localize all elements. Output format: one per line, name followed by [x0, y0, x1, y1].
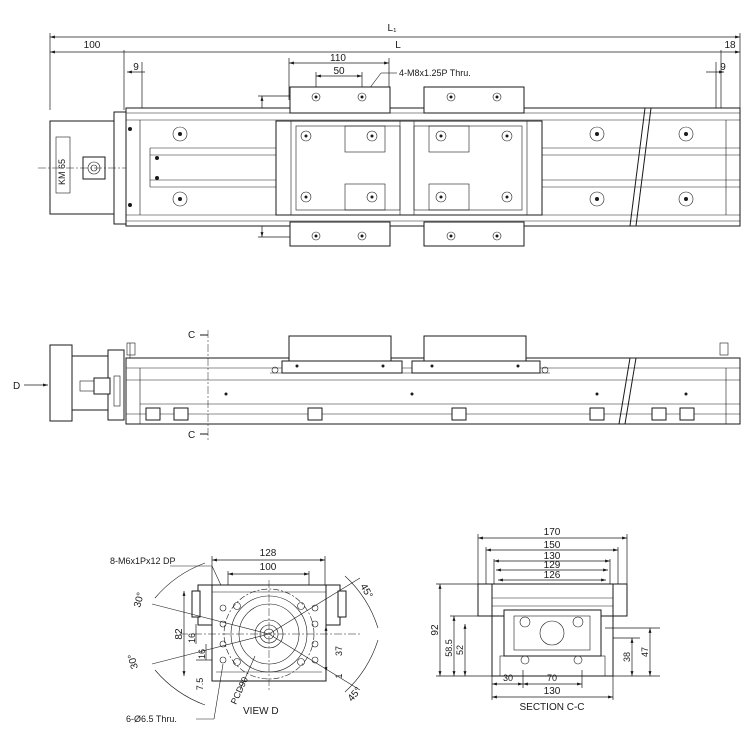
view-d-title: VIEW D: [243, 706, 279, 717]
dim-82: 82: [174, 628, 185, 640]
motor-side: [49, 344, 73, 422]
view-d: 128 100 8-M6x1Px12 DP: [110, 548, 379, 724]
side-view: D: [13, 330, 741, 441]
dim-18: 18: [724, 40, 736, 51]
top-view: L₁ 100 L 18 9 9 110 50 4-M8x1.25P Thru. …: [38, 23, 741, 247]
section-mark-bottom: C: [188, 430, 195, 441]
motor-label: KM 65: [57, 159, 67, 185]
dim-100: 100: [84, 40, 101, 51]
carriage-plate-right-bottom: [423, 221, 525, 247]
dim-170: 170: [544, 527, 561, 538]
dim-9-left: 9: [133, 62, 139, 73]
dim-92: 92: [430, 624, 441, 636]
dim-70: 70: [547, 673, 557, 683]
rail-bolt-holes: [128, 126, 694, 207]
angle-45-bottom: 45°: [346, 685, 364, 704]
dim-16-a: 16: [187, 633, 197, 643]
dim-58-5: 58.5: [444, 639, 454, 657]
dim-130-top: 130: [544, 551, 561, 562]
dim-130-bottom: 130: [544, 686, 561, 697]
dim-52: 52: [455, 645, 465, 655]
carriage-plate-right-top: [423, 86, 525, 114]
dim-7-5: 7.5: [195, 678, 205, 691]
carriage-plate-left-bottom: [289, 221, 391, 247]
dim-129: 129: [544, 560, 561, 571]
dim-47: 47: [640, 647, 650, 657]
dim-50: 50: [333, 66, 345, 77]
connector-side-icon: [93, 377, 111, 395]
angle-45-top: 45°: [357, 582, 374, 601]
dim-l1: L₁: [388, 23, 398, 34]
dim-l: L: [395, 40, 401, 51]
dim-1: 1: [334, 673, 344, 678]
dim-9-right: 9: [720, 62, 726, 73]
view-arrow-d: D: [13, 381, 20, 392]
note-m6-holes: 8-M6x1Px12 DP: [110, 556, 176, 566]
dim-38: 38: [622, 652, 632, 662]
angle-30-bottom: 30°: [126, 653, 141, 670]
carriage-block: [275, 120, 543, 216]
dim-37: 37: [334, 646, 344, 656]
flange-holes: [219, 602, 319, 666]
dim-100-viewd: 100: [260, 562, 277, 573]
dim-126: 126: [544, 570, 561, 581]
section-cc: 170 150 130 129 126 92: [430, 527, 660, 713]
carriage-plate-left-top: [289, 86, 391, 114]
dim-150-cc: 150: [544, 540, 561, 551]
note-tapped-holes: 4-M8x1.25P Thru.: [399, 68, 471, 78]
dim-16-b: 16: [197, 649, 207, 659]
section-mark-top: C: [188, 330, 195, 341]
rail-feet: [145, 407, 695, 421]
dim-30: 30: [503, 673, 513, 683]
dim-128: 128: [260, 548, 277, 559]
angle-30-top: 30°: [132, 591, 147, 608]
dim-110: 110: [330, 53, 346, 64]
note-thru-holes: 6-Ø6.5 Thru.: [126, 714, 177, 724]
section-cc-title: SECTION C-C: [520, 702, 585, 713]
